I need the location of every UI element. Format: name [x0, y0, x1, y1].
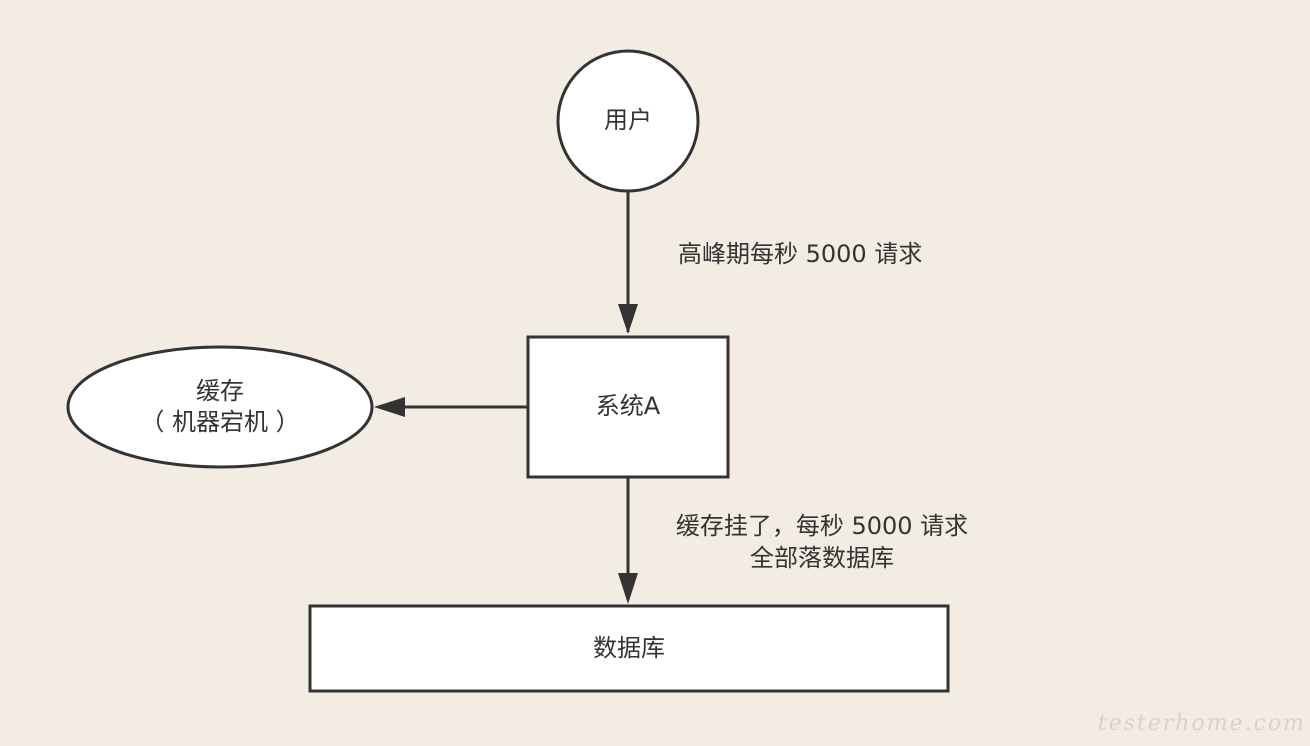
arrowhead-user-to-system — [618, 304, 638, 334]
cache-label-line2: （ 机器宕机 ） — [140, 408, 300, 436]
watermark: testerhome.com — [1097, 711, 1306, 736]
edge-label-user-to-system: 高峰期每秒 5000 请求 — [678, 238, 922, 270]
node-user-label: 用户 — [558, 51, 698, 191]
cache-label-line1: 缓存 — [196, 376, 244, 405]
node-cache — [66, 345, 374, 469]
arrowhead-system-to-database — [618, 573, 638, 604]
arrowhead-system-to-cache — [374, 397, 405, 417]
node-database — [308, 604, 950, 693]
edge-label-system-to-database-line2: 全部落数据库 — [750, 544, 894, 573]
node-database-label: 数据库 — [310, 606, 948, 691]
node-user — [556, 49, 700, 193]
node-system-a-label: 系统A — [528, 337, 728, 477]
edge-label-system-to-database-line1: 缓存挂了，每秒 5000 请求 — [675, 512, 969, 540]
edge-label-system-to-database: 缓存挂了，每秒 5000 请求 全部落数据库 — [660, 510, 984, 575]
node-cache-label: 缓存 （ 机器宕机 ） — [68, 347, 372, 467]
edge-label-user-to-system-text: 高峰期每秒 5000 请求 — [678, 240, 923, 268]
user-label-text: 用户 — [604, 106, 652, 135]
node-system-a — [526, 335, 730, 479]
database-label-text: 数据库 — [593, 633, 665, 662]
system-a-label-text: 系统A — [595, 392, 661, 421]
